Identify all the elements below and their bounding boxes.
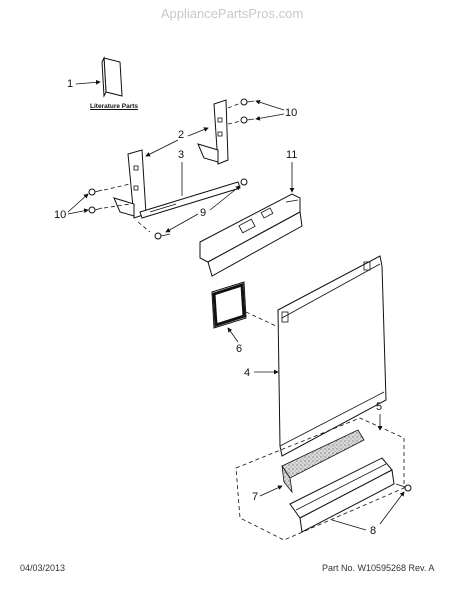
svg-text:2: 2 bbox=[178, 129, 184, 141]
svg-text:7: 7 bbox=[252, 491, 258, 503]
svg-text:1: 1 bbox=[67, 78, 73, 90]
callout-2: 2 bbox=[145, 127, 209, 157]
svg-text:6: 6 bbox=[236, 343, 242, 355]
hinge-bracket-right[interactable] bbox=[197, 99, 229, 165]
svg-text:10: 10 bbox=[54, 209, 66, 221]
toe-kick-panel[interactable] bbox=[289, 457, 412, 533]
callout-3: 3 bbox=[178, 149, 184, 196]
part-number: Part No. W10595268 Rev. A bbox=[322, 563, 435, 573]
gasket-square[interactable] bbox=[211, 281, 277, 329]
screws-10-top[interactable] bbox=[227, 98, 255, 125]
callout-1: 1 bbox=[67, 78, 101, 90]
bottom-assembly-frame bbox=[235, 417, 405, 541]
callout-11: 11 bbox=[286, 149, 297, 193]
svg-text:10: 10 bbox=[285, 107, 297, 119]
door-panel[interactable] bbox=[277, 255, 387, 457]
callout-4: 4 bbox=[244, 367, 279, 379]
screw-9[interactable] bbox=[154, 178, 248, 240]
svg-text:8: 8 bbox=[370, 525, 376, 537]
literature-part[interactable] bbox=[101, 56, 123, 98]
svg-text:9: 9 bbox=[200, 207, 206, 219]
insulation-strip[interactable] bbox=[281, 429, 365, 494]
screws-10-left[interactable] bbox=[88, 183, 131, 214]
callout-7: 7 bbox=[252, 485, 283, 503]
control-panel[interactable] bbox=[199, 193, 303, 277]
callout-9: 9 bbox=[165, 185, 241, 233]
callout-6: 6 bbox=[227, 327, 242, 355]
revision-date: 04/03/2013 bbox=[20, 563, 66, 573]
callout-10-top: 10 bbox=[255, 99, 297, 121]
watermark: AppliancePartsPros.com bbox=[160, 6, 304, 21]
callout-5: 5 bbox=[376, 401, 383, 431]
callout-8: 8 bbox=[331, 491, 405, 537]
door-rail[interactable] bbox=[137, 181, 241, 233]
svg-text:11: 11 bbox=[286, 149, 297, 161]
hinge-bracket-left[interactable] bbox=[113, 149, 147, 219]
svg-text:5: 5 bbox=[376, 401, 382, 413]
svg-text:3: 3 bbox=[178, 149, 184, 161]
callout-10-left: 10 bbox=[54, 193, 89, 221]
literature-parts-label: Literature Parts bbox=[90, 103, 139, 110]
svg-text:4: 4 bbox=[244, 367, 250, 379]
